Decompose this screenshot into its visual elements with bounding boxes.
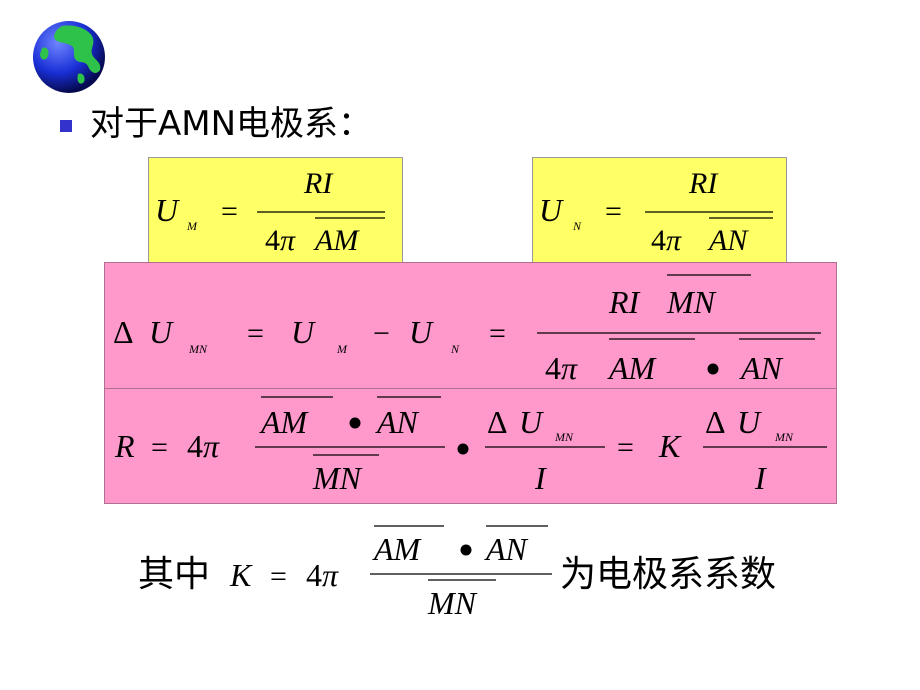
svg-text:M: M (336, 342, 348, 356)
svg-text:U: U (409, 314, 434, 350)
square-bullet-icon (60, 120, 72, 132)
svg-text:K: K (658, 428, 682, 464)
svg-text:Δ: Δ (705, 404, 726, 440)
svg-text:AM: AM (607, 350, 658, 386)
caption-suffix: 为电极系系数 (560, 554, 776, 594)
svg-text:MN: MN (188, 342, 208, 356)
svg-text:4π: 4π (265, 224, 296, 257)
svg-text:N: N (572, 219, 582, 233)
svg-text:Δ: Δ (487, 404, 508, 440)
caption-prefix: 其中 (138, 554, 210, 594)
formula-um: U M = RI 4π AM (155, 167, 385, 257)
svg-text:MN: MN (666, 284, 717, 320)
globe-icon (33, 21, 105, 93)
formula-un: U N = RI 4π AN (539, 167, 773, 257)
svg-text:I: I (754, 460, 767, 496)
svg-text:4π: 4π (306, 557, 339, 593)
svg-text:AN: AN (707, 224, 749, 257)
formula-delta-u: Δ U MN = U M − U N = RI MN 4π AM AN (113, 274, 821, 386)
svg-text:=: = (221, 195, 238, 228)
svg-text:U: U (737, 404, 762, 440)
svg-text:=: = (247, 317, 264, 350)
svg-text:K: K (229, 557, 253, 593)
svg-text:Δ: Δ (113, 314, 134, 350)
formula-delta-u-box: Δ U MN = U M − U N = RI MN 4π AM AN (104, 262, 837, 390)
svg-text:U: U (539, 192, 564, 228)
svg-text:4π: 4π (545, 350, 578, 386)
svg-text:MN: MN (554, 430, 574, 444)
svg-text:MN: MN (312, 460, 363, 496)
formula-r: R = 4π AM AN MN Δ U MN I = K Δ U MN I (114, 396, 827, 496)
svg-text:U: U (149, 314, 174, 350)
svg-text:−: − (373, 317, 390, 350)
svg-text:U: U (291, 314, 316, 350)
svg-text:U: U (519, 404, 544, 440)
svg-text:=: = (151, 431, 168, 464)
svg-text:U: U (155, 192, 180, 228)
svg-text:4π: 4π (651, 224, 682, 257)
svg-text:AN: AN (484, 531, 529, 567)
formula-un-box: U N = RI 4π AN (532, 157, 787, 265)
svg-text:M: M (186, 219, 198, 233)
svg-text:=: = (489, 317, 506, 350)
svg-text:R: R (114, 428, 135, 464)
formula-r-box: R = 4π AM AN MN Δ U MN I = K Δ U MN I (104, 388, 837, 504)
svg-text:N: N (450, 342, 460, 356)
svg-text:RI: RI (303, 167, 334, 200)
svg-text:RI: RI (608, 284, 641, 320)
svg-text:AN: AN (739, 350, 784, 386)
svg-text:AM: AM (313, 224, 360, 257)
svg-text:MN: MN (774, 430, 794, 444)
svg-text:I: I (534, 460, 547, 496)
svg-text:MN: MN (427, 585, 478, 621)
svg-text:=: = (617, 431, 634, 464)
formula-um-box: U M = RI 4π AM (148, 157, 403, 265)
svg-text:AM: AM (259, 404, 310, 440)
svg-text:=: = (605, 195, 622, 228)
svg-text:AM: AM (372, 531, 423, 567)
slide-heading: 对于AMN电极系： (90, 104, 373, 144)
svg-text:AN: AN (375, 404, 420, 440)
k-definition: 其中 K = 4π AM AN MN 为电极系系数 (138, 520, 838, 630)
svg-text:4π: 4π (187, 428, 220, 464)
svg-text:=: = (270, 560, 287, 593)
svg-text:RI: RI (688, 167, 719, 200)
